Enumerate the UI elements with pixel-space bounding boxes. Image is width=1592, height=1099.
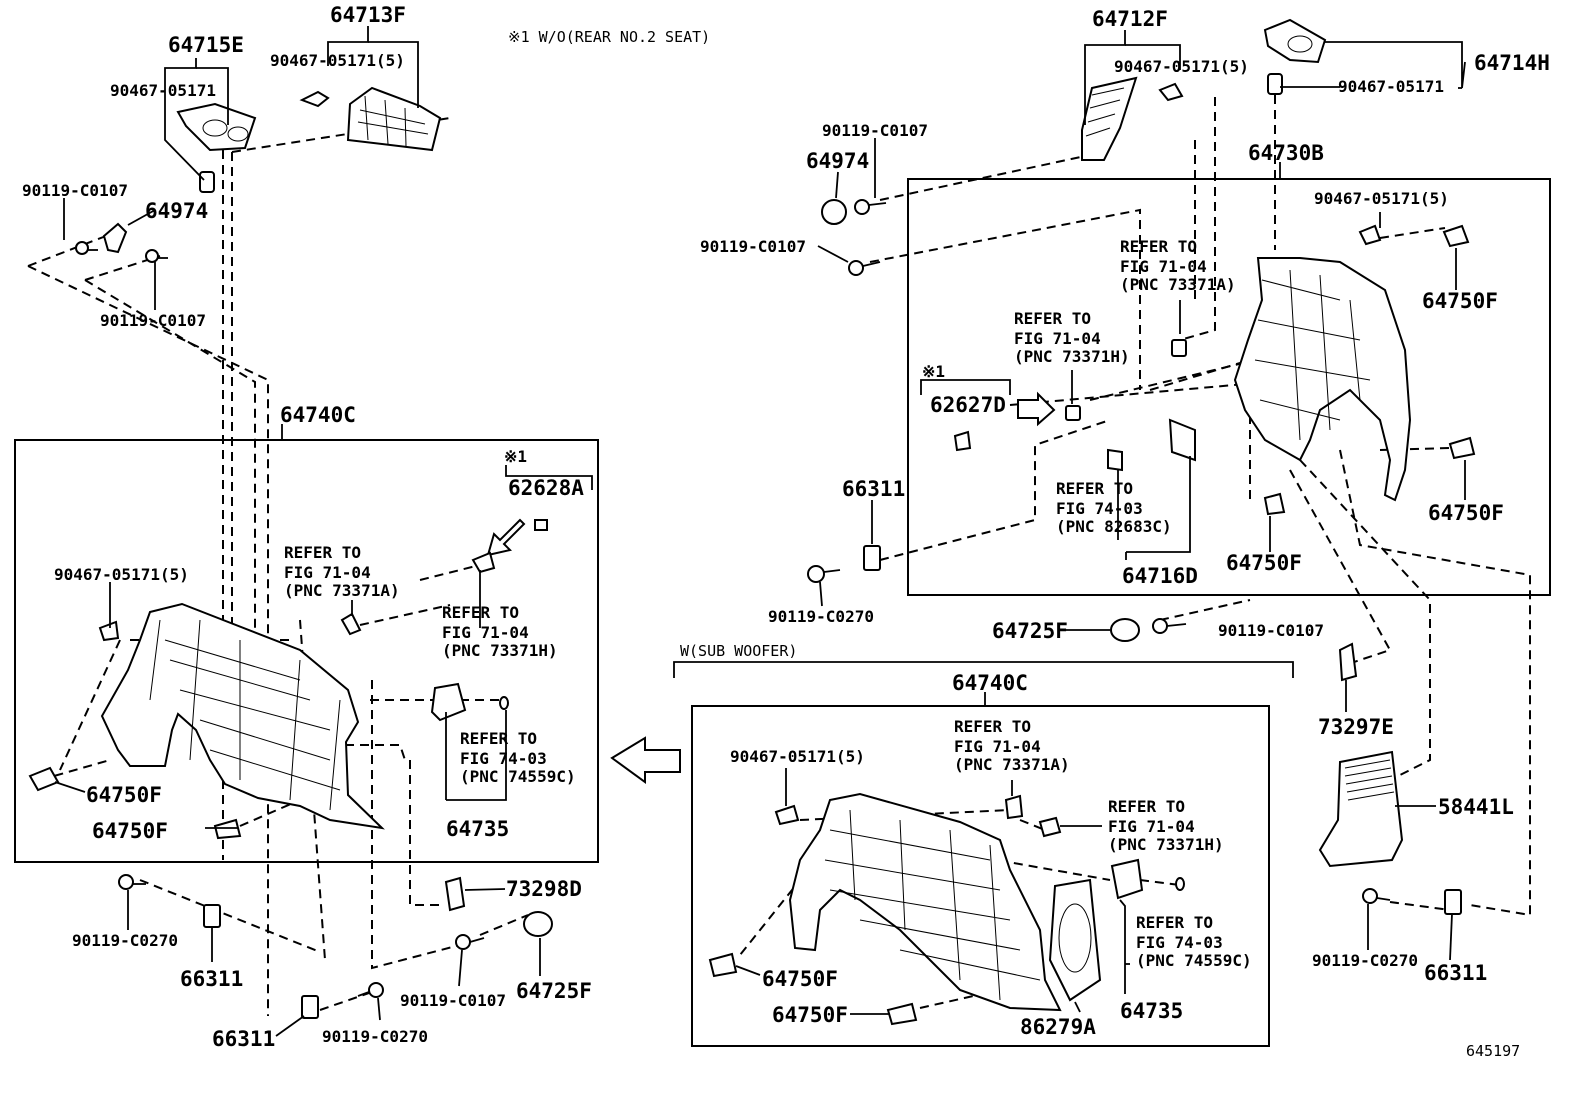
part-64750F-left-a[interactable]: 64750F [86, 783, 162, 807]
part-64750F-right-b[interactable]: 64750F [1428, 501, 1504, 525]
reference-line: (PNC 73371H) [1108, 835, 1224, 854]
reference-line: FIG 71-04 [1014, 329, 1101, 348]
fastener-label[interactable]: 90119-C0107 [22, 181, 128, 200]
part-64714H[interactable]: 64714H [1474, 51, 1550, 75]
fastener-label[interactable]: 90119-C0107 [400, 991, 506, 1010]
fastener-label[interactable]: 90119-C0107 [100, 311, 206, 330]
part-64974-left[interactable]: 64974 [145, 199, 208, 223]
reference-line: REFER TO [954, 717, 1031, 736]
fastener-label[interactable]: 90467-05171(5) [730, 747, 865, 766]
subwoofer-bracket [673, 661, 1294, 678]
part-64735-left[interactable]: 64735 [446, 817, 509, 841]
fastener-label[interactable]: 90119-C0107 [822, 121, 928, 140]
reference-line: (PNC 74559C) [1136, 951, 1252, 970]
reference-block[interactable]: REFER TO FIG 71-04 (PNC 73371H) [442, 603, 558, 660]
reference-line: FIG 71-04 [954, 737, 1041, 756]
part-64735-sub[interactable]: 64735 [1120, 999, 1183, 1023]
part-66311-right-bottom[interactable]: 66311 [1424, 961, 1487, 985]
part-64730B[interactable]: 64730B [1248, 141, 1324, 165]
reference-line: (PNC 73371A) [284, 581, 400, 600]
mark-note: ※1 [922, 362, 945, 381]
part-64974-right[interactable]: 64974 [806, 149, 869, 173]
reference-line: FIG 74-03 [1136, 933, 1223, 952]
fastener-label[interactable]: 90467-05171 [1338, 77, 1444, 96]
reference-block[interactable]: REFER TO FIG 71-04 (PNC 73371H) [1108, 797, 1224, 854]
part-62627D[interactable]: 62627D [930, 393, 1006, 417]
reference-line: REFER TO [1014, 309, 1091, 328]
diagram-code: 645197 [1466, 1042, 1520, 1060]
fastener-label[interactable]: 90467-05171(5) [1114, 57, 1249, 76]
fastener-label[interactable]: 90119-C0270 [72, 931, 178, 950]
reference-line: REFER TO [1136, 913, 1213, 932]
reference-line: (PNC 73371A) [1120, 275, 1236, 294]
fastener-label[interactable]: 90119-C0270 [1312, 951, 1418, 970]
part-86279A[interactable]: 86279A [1020, 1015, 1096, 1039]
part-64713F[interactable]: 64713F [330, 3, 406, 27]
reference-line: (PNC 73371H) [1014, 347, 1130, 366]
reference-block[interactable]: REFER TO FIG 71-04 (PNC 73371A) [1120, 237, 1236, 294]
part-66311-right[interactable]: 66311 [842, 477, 905, 501]
part-66311-left[interactable]: 66311 [180, 967, 243, 991]
leader-lines [54, 26, 1466, 1037]
part-64716D[interactable]: 64716D [1122, 564, 1198, 588]
part-73298D[interactable]: 73298D [506, 877, 582, 901]
fastener-label[interactable]: 90467-05171 [110, 81, 216, 100]
reference-line: (PNC 74559C) [460, 767, 576, 786]
reference-line: (PNC 73371A) [954, 755, 1070, 774]
part-64750F-sub-a[interactable]: 64750F [762, 967, 838, 991]
fastener-label[interactable]: 90119-C0107 [1218, 621, 1324, 640]
fastener-label[interactable]: 90119-C0107 [700, 237, 806, 256]
part-64740C-left[interactable]: 64740C [280, 403, 356, 427]
reference-line: (PNC 73371H) [442, 641, 558, 660]
fastener-label[interactable]: 90467-05171(5) [54, 565, 189, 584]
frame-64730B [907, 178, 1551, 596]
reference-line: FIG 74-03 [1056, 499, 1143, 518]
subwoofer-label: W(SUB WOOFER) [680, 642, 797, 660]
reference-line: FIG 71-04 [442, 623, 529, 642]
reference-line: FIG 71-04 [1108, 817, 1195, 836]
fastener-label[interactable]: 90467-05171(5) [1314, 189, 1449, 208]
part-64750F-right-c[interactable]: 64750F [1226, 551, 1302, 575]
fastener-label[interactable]: 90467-05171(5) [270, 51, 405, 70]
reference-line: REFER TO [442, 603, 519, 622]
direction-arrow [610, 736, 681, 784]
frame-64740C-left [14, 439, 599, 863]
reference-block[interactable]: REFER TO FIG 74-03 (PNC 74559C) [1136, 913, 1252, 970]
reference-block[interactable]: REFER TO FIG 71-04 (PNC 73371A) [954, 717, 1070, 774]
reference-line: REFER TO [460, 729, 537, 748]
part-64740C-subwoofer[interactable]: 64740C [952, 671, 1028, 695]
reference-line: FIG 71-04 [284, 563, 371, 582]
part-64725F-right[interactable]: 64725F [992, 619, 1068, 643]
assembly-lines [27, 95, 1531, 1016]
note-rear-seat: ※1 W/O(REAR NO.2 SEAT) [508, 28, 710, 46]
reference-block[interactable]: REFER TO FIG 74-03 (PNC 74559C) [460, 729, 576, 786]
reference-line: (PNC 82683C) [1056, 517, 1172, 536]
reference-line: REFER TO [1056, 479, 1133, 498]
part-64712F[interactable]: 64712F [1092, 7, 1168, 31]
part-64750F-sub-b[interactable]: 64750F [772, 1003, 848, 1027]
part-64750F-left-b[interactable]: 64750F [92, 819, 168, 843]
part-64715E[interactable]: 64715E [168, 33, 244, 57]
reference-block[interactable]: REFER TO FIG 71-04 (PNC 73371H) [1014, 309, 1130, 366]
part-64725F-left[interactable]: 64725F [516, 979, 592, 1003]
part-73297E[interactable]: 73297E [1318, 715, 1394, 739]
fastener-label[interactable]: 90119-C0270 [768, 607, 874, 626]
reference-block[interactable]: REFER TO FIG 74-03 (PNC 82683C) [1056, 479, 1172, 536]
reference-line: FIG 71-04 [1120, 257, 1207, 276]
part-drawings [28, 18, 1476, 1026]
labels: ※1 W/O(REAR NO.2 SEAT) W(SUB WOOFER) 645… [22, 3, 1550, 1060]
part-64750F-right-a[interactable]: 64750F [1422, 289, 1498, 313]
reference-line: REFER TO [1120, 237, 1197, 256]
part-66311-bottom[interactable]: 66311 [212, 1027, 275, 1051]
reference-line: REFER TO [1108, 797, 1185, 816]
reference-block[interactable]: REFER TO FIG 71-04 (PNC 73371A) [284, 543, 400, 600]
part-58441L[interactable]: 58441L [1438, 795, 1514, 819]
part-62628A[interactable]: 62628A [508, 476, 584, 500]
frame-64740C-subwoofer [691, 705, 1270, 1047]
fastener-label[interactable]: 90119-C0270 [322, 1027, 428, 1046]
mark-note: ※1 [504, 447, 527, 466]
reference-line: FIG 74-03 [460, 749, 547, 768]
reference-line: REFER TO [284, 543, 361, 562]
